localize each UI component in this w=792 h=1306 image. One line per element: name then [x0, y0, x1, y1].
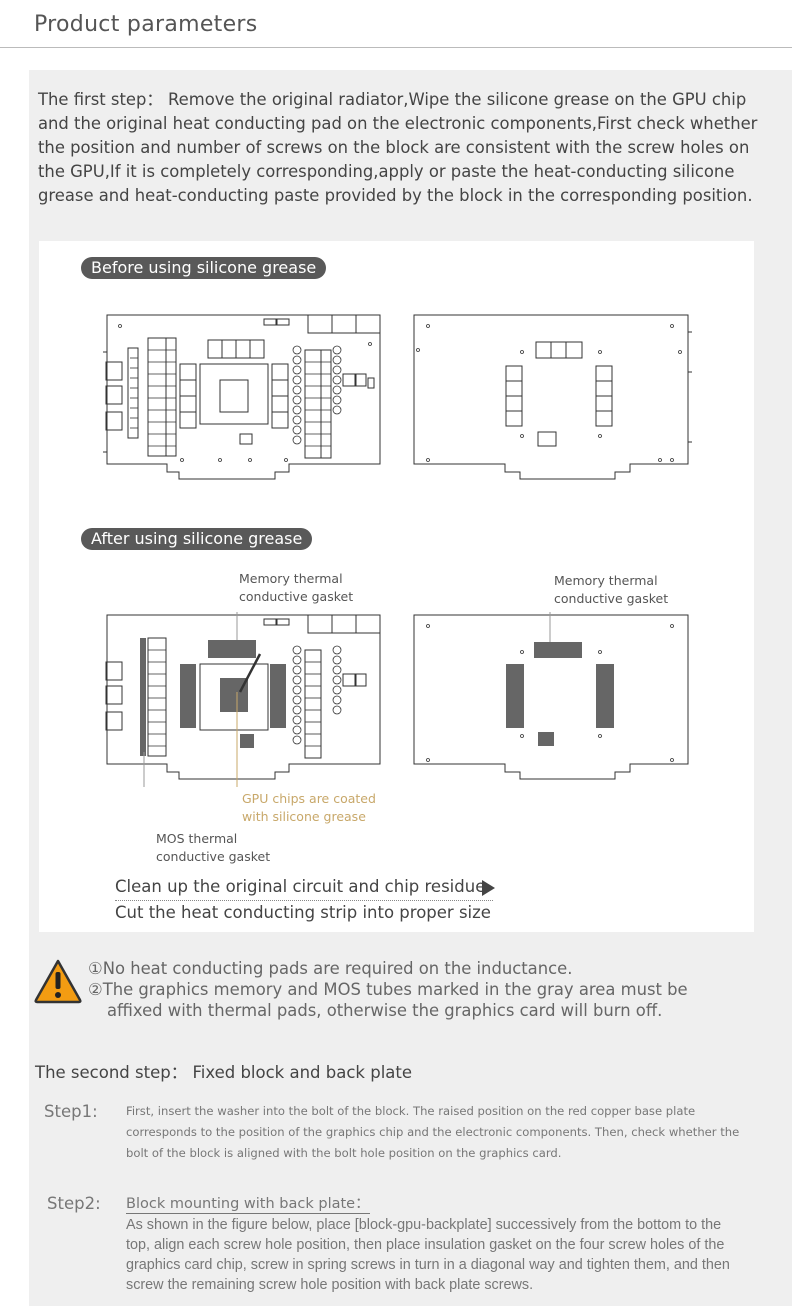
memory-callout-left-line2: conductive gasket: [239, 589, 354, 604]
clean-up-text: Clean up the original circuit and chip r…: [115, 877, 486, 896]
after-label: After using silicone grease: [81, 528, 313, 550]
step1-intro-text: The first step： Remove the original radi…: [38, 90, 758, 205]
warning-triangle-icon: [34, 959, 82, 1004]
play-arrow-icon: [482, 880, 495, 896]
mos-callout: MOS thermal conductive gasket: [156, 830, 270, 866]
dotted-divider: [115, 900, 493, 901]
second-step-title: The second step： Fixed block and back pl…: [35, 1063, 413, 1082]
memory-callout-right-line1: Memory thermal: [554, 573, 658, 588]
mos-callout-line2: conductive gasket: [156, 849, 271, 864]
pcb-back-before: [413, 314, 692, 480]
step2-label: Step2:: [47, 1194, 101, 1213]
page-header: Product parameters: [0, 0, 792, 48]
before-label: Before using silicone grease: [81, 257, 327, 279]
warning-line-3: affixed with thermal pads, otherwise the…: [107, 1001, 663, 1020]
pcb-back-after: [413, 612, 689, 780]
warning-text: ①No heat conducting pads are required on…: [88, 958, 688, 1021]
diagram-panel: [39, 241, 754, 932]
step1-text: First, insert the washer into the bolt o…: [126, 1104, 740, 1160]
step2-heading: Block mounting with back plate：: [126, 1196, 370, 1214]
gpu-callout-line1: GPU chips are coated: [242, 791, 376, 806]
step2-text: As shown in the figure below, place [blo…: [126, 1217, 730, 1293]
header-divider: [0, 47, 792, 48]
pcb-front-before: [103, 314, 381, 480]
memory-callout-right-line2: conductive gasket: [554, 591, 669, 606]
pcb-front-after: [105, 612, 381, 787]
mos-callout-line1: MOS thermal: [156, 831, 238, 846]
gpu-callout: GPU chips are coated with silicone greas…: [242, 790, 376, 826]
memory-callout-right: Memory thermal conductive gasket: [554, 572, 668, 608]
cut-strip-text: Cut the heat conducting strip into prope…: [115, 903, 491, 922]
gpu-callout-line2: with silicone grease: [242, 809, 366, 824]
memory-callout-left-line1: Memory thermal: [239, 571, 343, 586]
page-title: Product parameters: [34, 12, 258, 37]
warning-line-1: ①No heat conducting pads are required on…: [88, 959, 573, 978]
warning-line-2: ②The graphics memory and MOS tubes marke…: [88, 980, 688, 999]
memory-callout-left: Memory thermal conductive gasket: [239, 570, 353, 606]
step1-label: Step1:: [44, 1102, 98, 1121]
